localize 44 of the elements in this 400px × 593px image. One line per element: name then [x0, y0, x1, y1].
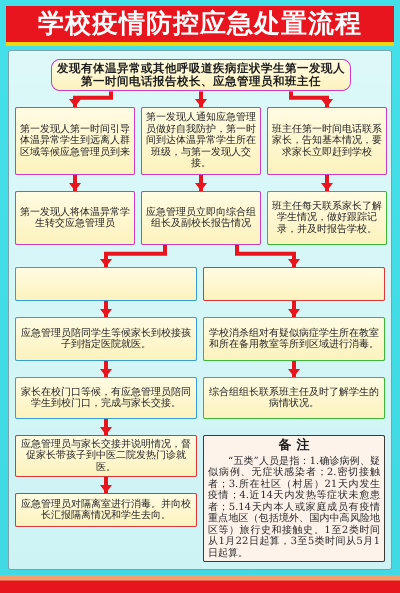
step-text: 第一发现人将体温异常学生转交应急管理员 — [20, 206, 130, 230]
process-box — [15, 377, 197, 419]
step-text: 应急管理员陪同学生等候家长到校接孩子到指定医院就医。 — [20, 328, 192, 350]
note-text: “五类”人员是指：1.确诊病例、疑似病例、无症状感染者；2.密切接触者；3.所在社区（村居）21天内发生疫情；4.近14天内发热等症状未愈患者；5.14天内本人或家庭成员有疫情重点地区（包括境外、国内中高风险地区等）旅行史和接触史。1至2类时间从1月22日起算，3至5类时间从5月1日起算。 — [208, 456, 380, 560]
process-box — [203, 267, 385, 301]
process-box — [15, 191, 135, 245]
step-text: 应急管理员立即向综合组组长及副校长报告情况 — [146, 206, 256, 230]
step-text: 班主任第一时间电话联系家长，告知基本情况，要求家长立即赶到学校 — [272, 124, 382, 158]
step-text: 应急管理员对隔离室进行消毒。并向校长汇报隔离情况和学生去向。 — [20, 498, 192, 522]
arrow — [100, 419, 112, 435]
process-box — [15, 493, 197, 527]
step-text: 学校消杀组对有疑似病症学生所在教室和所在备用教室等所到区域进行消毒。 — [208, 328, 380, 350]
step-text: 第一发现人通知应急管理员做好自我防护，第一时间到达体温异常学生所在班级，与第一发现人交接。 — [146, 112, 256, 170]
process-box — [141, 191, 261, 245]
arrow — [289, 91, 333, 107]
arrow — [288, 361, 300, 377]
process-box — [203, 317, 385, 361]
arrow — [195, 175, 207, 191]
arrow — [235, 245, 300, 267]
process-box — [203, 377, 385, 419]
process-box — [267, 107, 387, 175]
step-text: 发现有体温异常或其他呼吸道疾病症状学生第一发现人第一时间电话报告校长、应急管理员和班主任 — [56, 62, 346, 88]
arrow — [288, 301, 300, 317]
arrow — [69, 175, 81, 191]
arrow — [100, 245, 167, 267]
note-heading: 备 注 — [277, 438, 310, 454]
step-text: 应急管理员与家长交接并说明情况，督促家长带孩子到中医二院发热门诊就医。 — [20, 438, 192, 474]
arrow — [100, 477, 112, 493]
process-box — [267, 191, 387, 245]
process-box — [15, 267, 197, 301]
arrow — [69, 91, 113, 107]
arrow — [195, 91, 207, 107]
step-text: 综合组组长联系班主任及时了解学生的病情状况。 — [208, 386, 380, 410]
step-text: 家长在校门口等候，有应急管理员陪同学生到校门口，完成与家长交接。 — [20, 386, 192, 410]
note-box — [203, 435, 385, 562]
title-text: 学校疫情防控应急处置流程 — [38, 11, 362, 37]
arrow — [100, 301, 112, 317]
process-box — [51, 59, 351, 92]
arrow — [100, 361, 112, 377]
step-text: 第一发现人第一时间引导体温异常学生到远离人群区域等候应急管理员到来 — [20, 124, 130, 158]
arrow — [321, 175, 333, 191]
process-box — [15, 107, 135, 175]
process-box — [15, 317, 197, 361]
step-text: 班主任每天联系家长了解学生情况，做好跟踪记录，并及时报告学校。 — [272, 200, 382, 236]
